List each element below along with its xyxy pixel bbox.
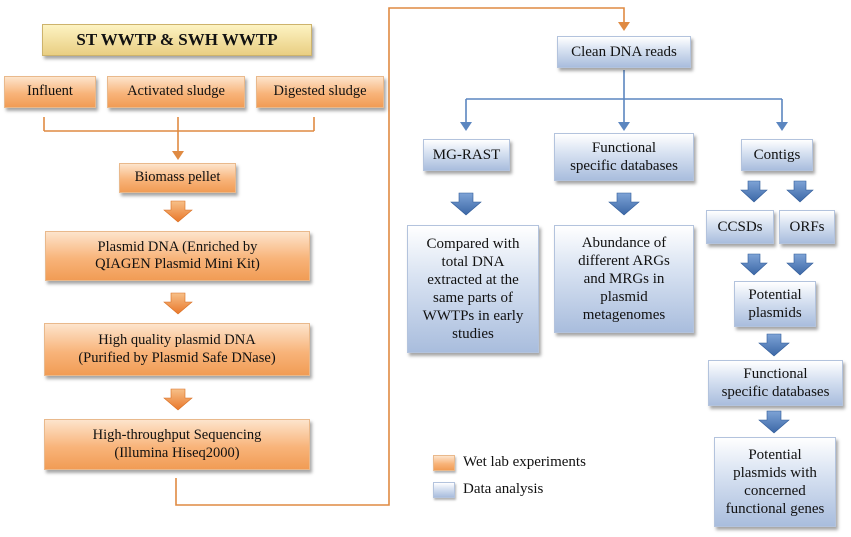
ccsds-label: CCSDs bbox=[717, 219, 763, 235]
high-quality-line-1: High quality plasmid DNA bbox=[98, 332, 256, 349]
branch-arrowhead-mid bbox=[618, 122, 630, 131]
influent-box: Influent bbox=[4, 76, 96, 108]
abundance-line-2: different ARGs bbox=[578, 253, 670, 269]
legend-data-analysis-swatch bbox=[433, 482, 455, 498]
potential-with-genes-line-3: concerned bbox=[744, 483, 806, 499]
blue-down-arrow bbox=[786, 180, 814, 203]
blue-down-arrow bbox=[740, 180, 768, 203]
biomass-pellet-box: Biomass pellet bbox=[119, 163, 236, 193]
digested-sludge-box: Digested sludge bbox=[256, 76, 384, 108]
branch-arrowhead-left bbox=[460, 122, 472, 131]
contigs-box: Contigs bbox=[741, 139, 813, 171]
bracket-arrowhead bbox=[172, 151, 184, 160]
legend-wet-lab-label: Wet lab experiments bbox=[463, 454, 586, 470]
plant-title: ST WWTP & SWH WWTP bbox=[42, 24, 312, 56]
compared-line-1: Compared with bbox=[426, 236, 520, 252]
orange-down-arrow bbox=[163, 200, 193, 223]
mg-rast-box: MG-RAST bbox=[423, 139, 510, 171]
compared-box: Compared with total DNA extracted at the… bbox=[407, 225, 539, 353]
influent-label: Influent bbox=[27, 83, 73, 100]
functional-db-line-1: Functional bbox=[591, 140, 657, 156]
high-quality-plasmid-box: High quality plasmid DNA (Purified by Pl… bbox=[44, 323, 310, 376]
activated-sludge-box: Activated sludge bbox=[107, 76, 245, 108]
compared-line-5: WWTPs in early bbox=[422, 308, 524, 324]
orange-down-arrow bbox=[163, 292, 193, 315]
legend-data-analysis-label: Data analysis bbox=[463, 481, 544, 497]
compared-line-4: same parts of bbox=[433, 290, 513, 306]
plasmid-dna-box: Plasmid DNA (Enriched by QIAGEN Plasmid … bbox=[45, 231, 310, 281]
sequencing-line-1: High-throughput Sequencing bbox=[92, 427, 262, 444]
functional-db-box: Functional specific databases bbox=[554, 133, 694, 181]
functional-db-2-line-1: Functional bbox=[743, 366, 808, 382]
blue-down-arrow bbox=[758, 333, 790, 357]
clean-dna-reads-label: Clean DNA reads bbox=[571, 44, 677, 60]
activated-sludge-label: Activated sludge bbox=[127, 83, 225, 100]
plant-title-text: ST WWTP & SWH WWTP bbox=[76, 29, 278, 49]
clean-dna-reads-box: Clean DNA reads bbox=[557, 36, 691, 68]
ccsds-box: CCSDs bbox=[706, 210, 774, 244]
orfs-label: ORFs bbox=[789, 219, 825, 235]
sequencing-box: High-throughput Sequencing (Illumina His… bbox=[44, 419, 310, 470]
potential-with-genes-line-4: functional genes bbox=[725, 501, 825, 517]
abundance-box: Abundance of different ARGs and MRGs in … bbox=[554, 225, 694, 333]
potential-with-genes-box: Potential plasmids with concerned functi… bbox=[714, 437, 836, 527]
sequencing-line-2: (Illumina Hiseq2000) bbox=[114, 444, 240, 461]
orfs-box: ORFs bbox=[779, 210, 835, 244]
abundance-line-1: Abundance of bbox=[581, 235, 667, 251]
compared-line-2: total DNA bbox=[441, 254, 505, 270]
plasmid-dna-line-2: QIAGEN Plasmid Mini Kit) bbox=[95, 256, 260, 272]
legend-wet-lab-swatch bbox=[433, 455, 455, 471]
blue-down-arrow bbox=[740, 253, 768, 276]
connector-arrowhead bbox=[618, 22, 630, 31]
potential-with-genes-line-2: plasmids with bbox=[733, 465, 817, 481]
high-quality-line-2: (Purified by Plasmid Safe DNase) bbox=[78, 349, 276, 366]
functional-db-2-line-2: specific databases bbox=[721, 384, 830, 400]
analysis-branch bbox=[465, 70, 783, 124]
blue-down-arrow bbox=[450, 192, 482, 216]
mg-rast-label: MG-RAST bbox=[432, 147, 501, 163]
compared-line-3: extracted at the bbox=[427, 272, 519, 288]
functional-db-2-box: Functional specific databases bbox=[708, 360, 843, 406]
abundance-line-4: plasmid bbox=[600, 289, 648, 305]
contigs-label: Contigs bbox=[753, 147, 801, 163]
sequencing-to-analysis-connector bbox=[175, 7, 625, 506]
sample-merge-bracket bbox=[43, 117, 315, 153]
functional-db-line-2: specific databases bbox=[570, 158, 678, 174]
blue-down-arrow bbox=[758, 410, 790, 434]
abundance-line-5: metagenomes bbox=[582, 307, 666, 323]
blue-down-arrow bbox=[608, 192, 640, 216]
branch-arrowhead-right bbox=[776, 122, 788, 131]
potential-plasmids-line-1: Potential bbox=[748, 287, 802, 303]
potential-with-genes-line-1: Potential bbox=[748, 447, 802, 463]
blue-down-arrow bbox=[786, 253, 814, 276]
potential-plasmids-box: Potential plasmids bbox=[734, 281, 816, 327]
potential-plasmids-line-2: plasmids bbox=[748, 305, 802, 321]
biomass-pellet-label: Biomass pellet bbox=[134, 169, 221, 186]
abundance-line-3: and MRGs in bbox=[583, 271, 665, 287]
digested-sludge-label: Digested sludge bbox=[273, 83, 367, 100]
orange-down-arrow bbox=[163, 388, 193, 411]
plasmid-dna-line-1: Plasmid DNA (Enriched by bbox=[97, 238, 258, 255]
compared-line-6: studies bbox=[452, 326, 494, 342]
